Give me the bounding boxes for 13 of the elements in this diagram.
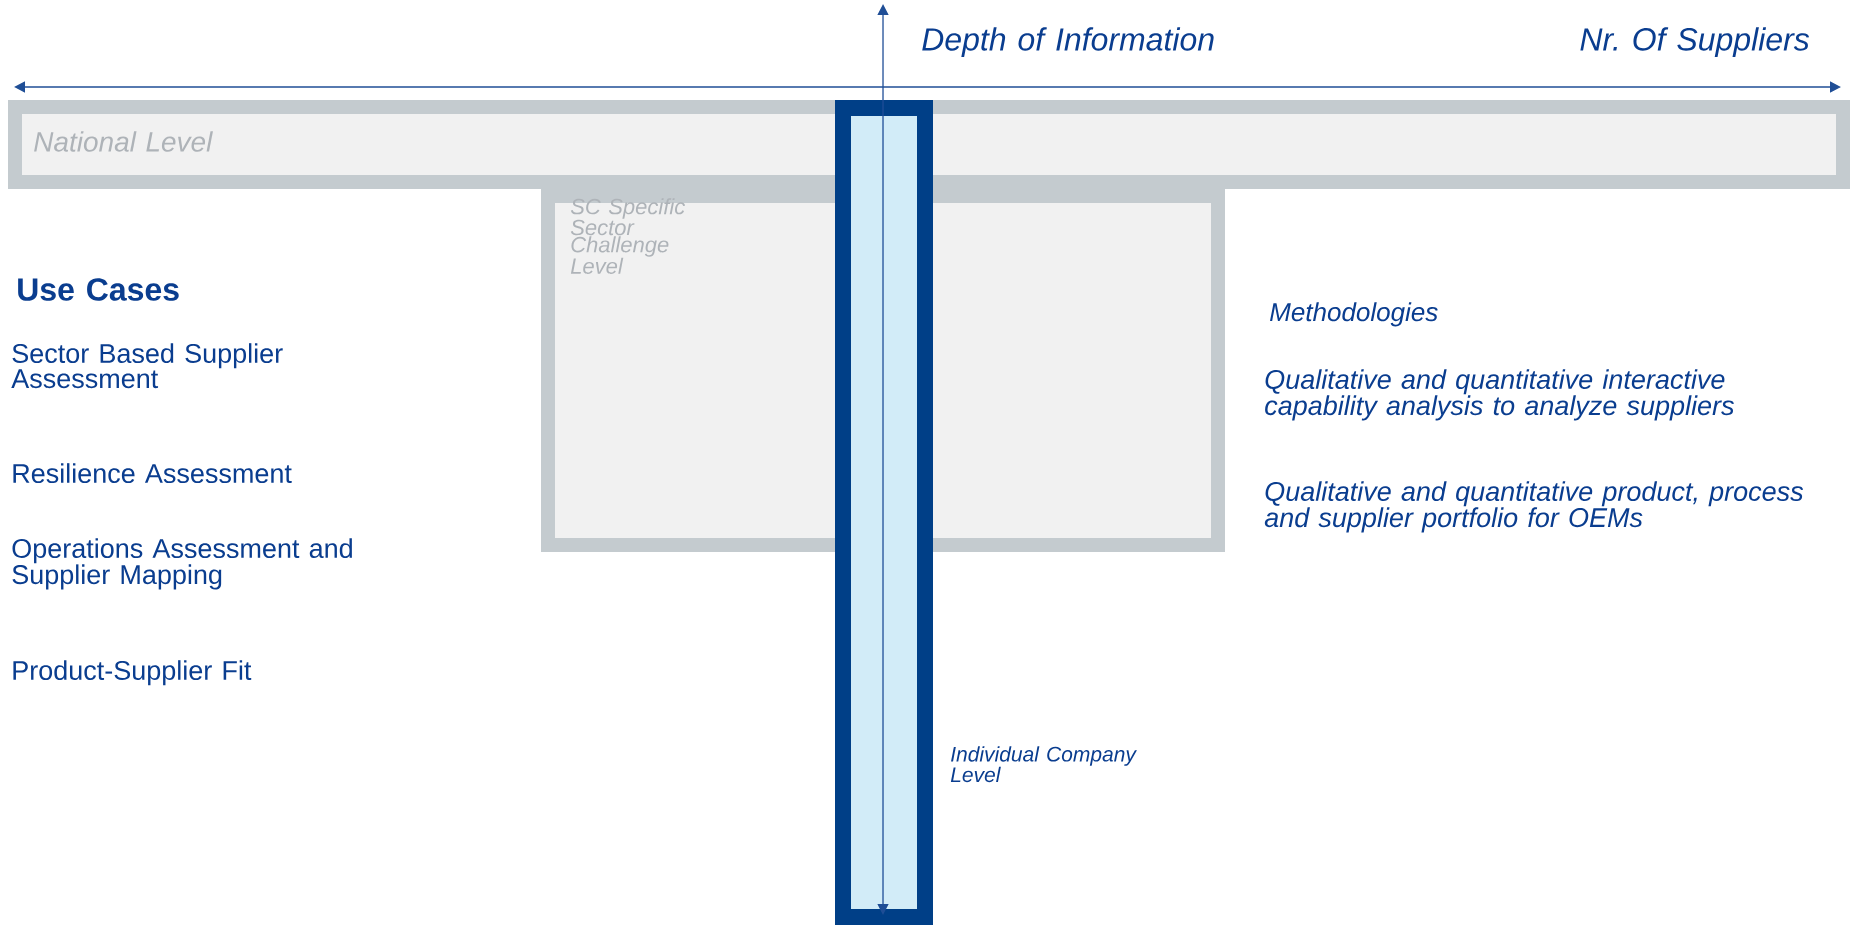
axis-label: Depth of Information (922, 27, 1214, 57)
list-item: Product-Supplier Fit (13, 660, 252, 686)
heading: Use Cases (18, 278, 179, 301)
heading: Methodologies (1270, 302, 1438, 327)
axis-label: Nr. Of Suppliers (1580, 27, 1810, 57)
description: Qualitative and quantitative product, process and supplier portfolio for OEMs (1264, 481, 1804, 533)
level-label: Individual Company Level (950, 746, 1137, 783)
level-box: National Level (8, 100, 1850, 189)
description: Qualitative and quantitative interactive capability analysis to analyze suppliers (1265, 369, 1734, 421)
list-item: Sector Based Supplier Assessment (11, 343, 283, 389)
list-item: Resilience Assessment (13, 463, 292, 484)
level-bar (835, 100, 933, 925)
list-item: Operations Assessment and Supplier Mapping (12, 538, 352, 590)
